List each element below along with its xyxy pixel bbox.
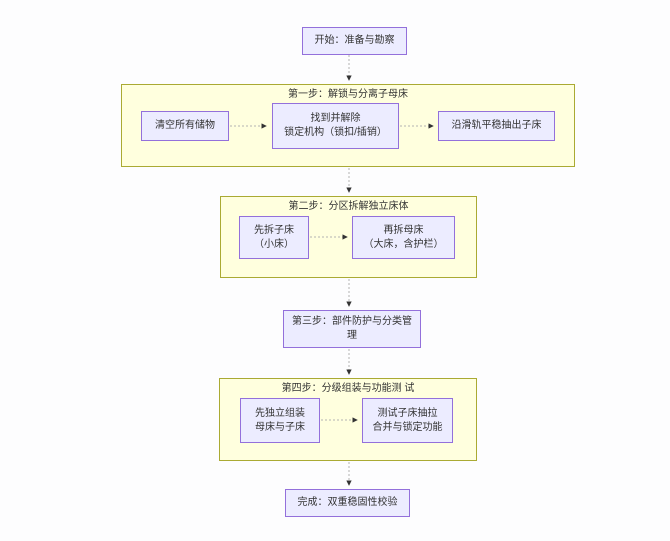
node-slide-out-label: 沿滑轨平稳抽出子床 [451,120,542,131]
cluster-step2-title: 第二步：分区拆解独立床体 [288,201,409,212]
node-main-bed-line2: （大床，含护栏） [363,238,444,250]
cluster-step4-title-line2: 试 [404,383,415,394]
cluster-step1-title: 第一步：解锁与分离子母床 [288,89,408,100]
node-test-line2: 合并与锁定功能 [372,421,443,433]
node-step3-line1: 第三步：部件防护与分类管 [292,316,412,327]
node-unlock-line1: 找到并解除 [310,113,361,124]
node-sub-bed-line2: （小床） [254,238,294,250]
node-unlock-line2: 锁定机构（锁扣/插销） [284,127,387,138]
node-disassemble-sub-bed: 先拆子床 （小床） [239,216,309,259]
cluster-step4-title: 第四步：分级组装与功能测 试 [220,382,476,395]
node-test-line1: 测试子床抽拉 [377,407,438,419]
node-disassemble-main-bed: 再拆母床 （大床，含护栏） [352,216,455,259]
node-sub-bed-line1: 先拆子床 [254,224,294,236]
node-unlock-mechanism: 找到并解除 锁定机构（锁扣/插销） [272,103,399,149]
node-step3-protection: 第三步：部件防护与分类管 理 [283,310,421,348]
node-test-function: 测试子床抽拉 合并与锁定功能 [362,398,453,443]
node-assemble-beds: 先独立组装 母床与子床 [240,398,320,443]
node-start: 开始：准备与勘察 [302,27,407,55]
node-step3-line2: 理 [347,330,357,341]
cluster-step4-title-line1: 第四步：分级组装与功能测 [281,383,402,394]
node-finish-label: 完成：双重稳固性校验 [297,497,398,508]
node-assemble-line2: 母床与子床 [255,421,305,433]
node-assemble-line1: 先独立组装 [255,407,305,419]
node-clear-storage-label: 清空所有储物 [155,120,215,131]
node-finish: 完成：双重稳固性校验 [285,489,410,517]
node-clear-storage: 清空所有储物 [141,111,229,141]
node-start-label: 开始：准备与勘察 [314,35,395,46]
node-slide-out-sub-bed: 沿滑轨平稳抽出子床 [438,111,555,141]
node-main-bed-line1: 再拆母床 [383,224,424,236]
